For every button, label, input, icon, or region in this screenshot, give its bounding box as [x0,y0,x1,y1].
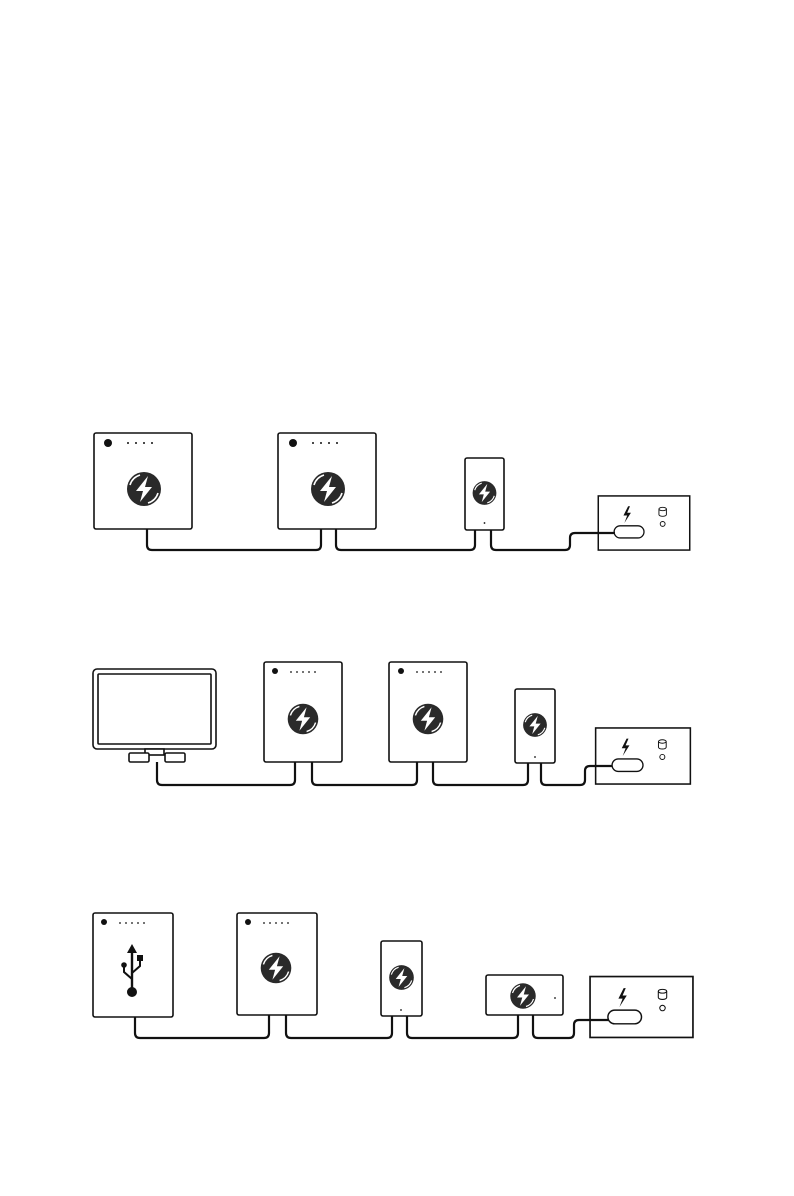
thunderbolt-portable-drive [381,941,422,1016]
host-port-panel [598,496,689,550]
thunderbolt-storage-1 [264,662,342,762]
power-led-icon [289,439,297,447]
thunderbolt-storage-2 [389,662,467,762]
power-led-icon [104,439,112,447]
thunderbolt-logo-icon [510,983,536,1009]
cable [491,530,615,550]
host-port-panel [590,977,693,1038]
host-port-panel [596,728,691,784]
cables [157,762,612,785]
cables [147,529,615,550]
cable [147,529,321,550]
cable [433,762,528,785]
thunderbolt-portable-drive [515,689,555,763]
thunderbolt-storage [237,913,317,1015]
thunderbolt-adapter [486,975,563,1015]
thunderbolt-logo-icon [473,481,497,505]
thunderbolt-logo-icon [413,704,444,735]
chain-2 [93,662,690,785]
cables [135,1015,609,1038]
cable [336,529,475,550]
thunderbolt-logo-icon [311,472,345,506]
thunderbolt-storage-1 [94,433,192,529]
monitor [93,669,216,762]
cable [286,1015,392,1038]
thunderbolt-logo-icon [389,965,414,990]
usb-storage [93,913,173,1017]
chain-3 [93,913,693,1038]
cable [407,1015,518,1038]
cable [312,762,417,785]
thunderbolt-storage-2 [278,433,376,529]
thunderbolt-logo-icon [127,472,161,506]
chain-1 [94,433,690,550]
thunderbolt-logo-icon [261,953,292,984]
cable [135,1015,269,1038]
thunderbolt-logo-icon [288,704,319,735]
cable [157,762,295,785]
thunderbolt-portable-drive [465,458,504,530]
thunderbolt-logo-icon [523,713,547,737]
